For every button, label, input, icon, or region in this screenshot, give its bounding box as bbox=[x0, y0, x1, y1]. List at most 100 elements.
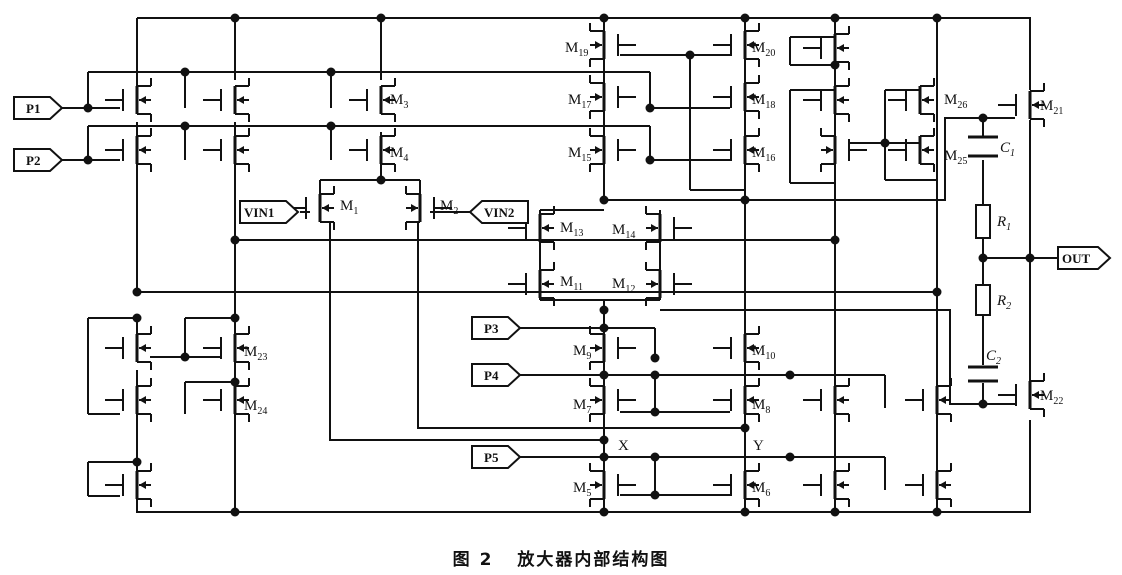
pin-vin1[interactable]: VIN1 bbox=[239, 200, 300, 224]
transistor-unlabeled bbox=[803, 78, 850, 122]
transistor-unlabeled bbox=[105, 78, 152, 122]
transistor-m25 bbox=[888, 128, 935, 172]
supply-rail-top bbox=[136, 17, 1031, 90]
ground-rail-bottom bbox=[136, 420, 1031, 513]
transistor-m16 bbox=[713, 128, 760, 172]
pin-p5[interactable]: P5 bbox=[471, 445, 522, 469]
transistor-m4 bbox=[349, 128, 396, 172]
capacitor-c1 bbox=[968, 135, 998, 158]
device-symbols bbox=[105, 23, 1045, 507]
pin-vin2[interactable]: VIN2 bbox=[468, 200, 529, 224]
transistor-m5 bbox=[589, 463, 636, 507]
svg-text:P5: P5 bbox=[484, 450, 499, 465]
svg-text:P1: P1 bbox=[26, 101, 40, 116]
transistor-m14 bbox=[645, 206, 692, 250]
lower-source-wires bbox=[520, 18, 938, 512]
label-r2: R2 bbox=[996, 293, 1011, 312]
label-m4: M4 bbox=[390, 145, 408, 164]
node-label-x: X bbox=[618, 438, 629, 454]
transistor-m2 bbox=[405, 186, 452, 230]
label-r1: R1 bbox=[996, 214, 1011, 233]
label-m18: M18 bbox=[752, 92, 775, 111]
resistor-r1 bbox=[975, 204, 991, 239]
transistor-m23 bbox=[203, 326, 250, 370]
label-m5: M5 bbox=[573, 480, 591, 499]
label-m9: M9 bbox=[573, 343, 591, 362]
transistor-m12 bbox=[645, 262, 692, 306]
transistor-m20 bbox=[713, 23, 760, 67]
transistor-unlabeled bbox=[820, 128, 867, 172]
svg-text:VIN1: VIN1 bbox=[244, 205, 274, 220]
transistor-m24 bbox=[203, 378, 250, 422]
capacitor-c2 bbox=[968, 365, 998, 383]
label-m1: M1 bbox=[340, 198, 358, 217]
bias-wires-left bbox=[62, 18, 937, 293]
transistor-unlabeled bbox=[203, 78, 250, 122]
label-m7: M7 bbox=[573, 397, 591, 416]
label-m13: M13 bbox=[560, 220, 583, 239]
transistor-unlabeled bbox=[105, 128, 152, 172]
label-m17: M17 bbox=[568, 92, 591, 111]
label-c1: C1 bbox=[1000, 140, 1015, 159]
transistor-m26 bbox=[888, 78, 935, 122]
transistor-unlabeled bbox=[203, 128, 250, 172]
amplifier-schematic: P1 P2 VIN1 VIN2 P3 P4 P5 OUT X Y M3M4M1M… bbox=[13, 13, 1112, 517]
transistor-m6 bbox=[713, 463, 760, 507]
figure-caption: 图 2 放大器内部结构图 bbox=[0, 545, 1122, 570]
svg-text:VIN2: VIN2 bbox=[484, 205, 514, 220]
svg-text:P3: P3 bbox=[484, 321, 499, 336]
pin-p1[interactable]: P1 bbox=[13, 96, 64, 120]
transistor-unlabeled bbox=[905, 378, 952, 422]
transistor-unlabeled bbox=[105, 326, 152, 370]
svg-text:OUT: OUT bbox=[1062, 251, 1091, 266]
transistor-unlabeled bbox=[803, 463, 850, 507]
transistor-m18 bbox=[713, 75, 760, 119]
transistor-m17 bbox=[589, 75, 636, 119]
transistor-m15 bbox=[589, 128, 636, 172]
label-m25: M25 bbox=[944, 148, 967, 167]
transistor-m1 bbox=[288, 186, 335, 230]
svg-text:P2: P2 bbox=[26, 153, 40, 168]
transistor-unlabeled bbox=[803, 378, 850, 422]
label-m20: M20 bbox=[752, 40, 775, 59]
pin-p3[interactable]: P3 bbox=[471, 316, 522, 340]
label-m6: M6 bbox=[752, 480, 770, 499]
transistor-m3 bbox=[349, 78, 396, 122]
resistor-r2 bbox=[975, 284, 991, 316]
figure-number: 图 2 bbox=[452, 550, 494, 570]
transistor-unlabeled bbox=[105, 378, 152, 422]
junction-dots bbox=[83, 13, 1035, 517]
label-m19: M19 bbox=[565, 40, 588, 59]
transistor-unlabeled bbox=[803, 26, 850, 70]
transistor-unlabeled bbox=[905, 463, 952, 507]
label-m3: M3 bbox=[390, 92, 408, 111]
transistor-m19 bbox=[589, 23, 636, 67]
pin-out[interactable]: OUT bbox=[1057, 246, 1112, 270]
label-m21: M21 bbox=[1040, 98, 1063, 117]
left-bias-bottom-wires bbox=[87, 292, 236, 512]
label-m26: M26 bbox=[944, 92, 967, 111]
label-m14: M14 bbox=[612, 222, 635, 241]
transistor-m8 bbox=[713, 378, 760, 422]
transistor-m11 bbox=[508, 262, 555, 306]
label-m22: M22 bbox=[1040, 388, 1063, 407]
transistor-m10 bbox=[713, 326, 760, 370]
transistor-unlabeled bbox=[105, 463, 152, 507]
label-m15: M15 bbox=[568, 145, 591, 164]
label-m11: M11 bbox=[560, 274, 583, 293]
label-c2: C2 bbox=[986, 348, 1001, 367]
label-m16: M16 bbox=[752, 145, 775, 164]
label-m23: M23 bbox=[244, 344, 267, 363]
transistor-m13 bbox=[508, 206, 555, 250]
pin-p2[interactable]: P2 bbox=[13, 148, 64, 172]
transistor-m7 bbox=[589, 378, 636, 422]
svg-text:P4: P4 bbox=[484, 368, 499, 383]
label-m10: M10 bbox=[752, 343, 775, 362]
label-m2: M2 bbox=[440, 198, 458, 217]
node-label-y: Y bbox=[753, 438, 764, 454]
transistor-m21 bbox=[998, 83, 1045, 127]
transistor-m22 bbox=[998, 373, 1045, 417]
figure-title: 放大器内部结构图 bbox=[517, 550, 670, 570]
transistor-m9 bbox=[589, 326, 636, 370]
pin-p4[interactable]: P4 bbox=[471, 363, 522, 387]
